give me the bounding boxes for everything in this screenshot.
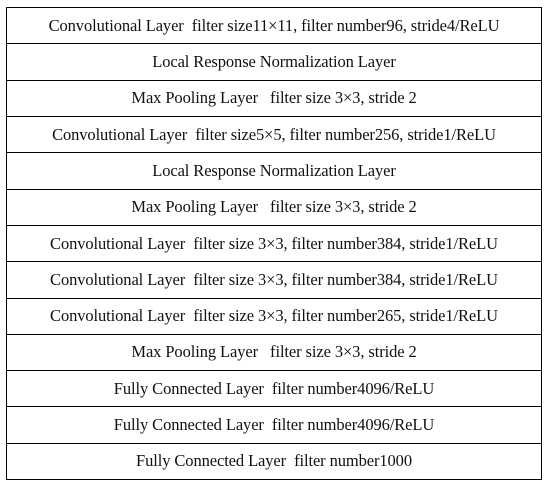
layer-row-conv2: Convolutional Layer filter size5×5, filt… — [7, 117, 541, 154]
layer-row-fc3: Fully Connected Layer filter number1000 — [136, 451, 412, 471]
layer-row-lrn2: Local Response Normalization Layer — [7, 153, 541, 190]
layer-row-fc2: Fully Connected Layer filter number4096/… — [7, 407, 541, 444]
layer-row-conv1: Convolutional Layer filter size11×11, fi… — [7, 8, 541, 45]
layer-row-conv3: Convolutional Layer filter size 3×3, fil… — [7, 226, 541, 263]
layer-row-maxpool2: Max Pooling Layer filter size 3×3, strid… — [7, 190, 541, 226]
layer-row-maxpool1: Max Pooling Layer filter size 3×3, strid… — [7, 81, 541, 117]
layer-row-conv5: Convolutional Layer filter size 3×3, fil… — [7, 299, 541, 335]
layer-row-maxpool3: Max Pooling Layer filter size 3×3, strid… — [7, 335, 541, 372]
layer-row-fc1: Fully Connected Layer filter number4096/… — [7, 371, 541, 408]
layer-row-conv4: Convolutional Layer filter size 3×3, fil… — [7, 262, 541, 299]
network-architecture-table: Convolutional Layer filter size11×11, fi… — [6, 7, 542, 480]
layer-row-lrn1: Local Response Normalization Layer — [7, 44, 541, 81]
